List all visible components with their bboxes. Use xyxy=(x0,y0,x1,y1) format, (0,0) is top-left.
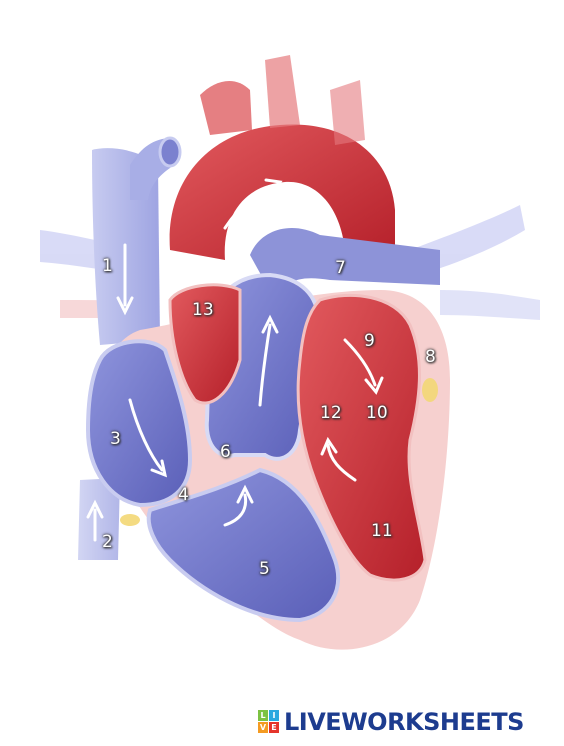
pulmonary-artery xyxy=(250,227,440,300)
mitral-valve xyxy=(422,378,438,402)
left-atrium-upper xyxy=(168,283,242,405)
tricuspid-valve xyxy=(120,514,140,526)
logo-letter-e: E xyxy=(269,722,279,733)
label-2: 2 xyxy=(102,532,113,552)
right-ventricle xyxy=(146,467,341,623)
left-heart-chamber xyxy=(296,293,427,582)
label-6: 6 xyxy=(220,442,231,462)
aorta-branches xyxy=(200,80,252,135)
flow-arrows xyxy=(86,178,384,542)
logo-letter-i: I xyxy=(269,710,279,721)
label-4: 4 xyxy=(178,485,189,505)
label-11: 11 xyxy=(371,521,393,541)
label-10: 10 xyxy=(366,403,388,423)
label-12: 12 xyxy=(320,403,342,423)
label-5: 5 xyxy=(259,559,270,579)
inferior-vena-cava xyxy=(78,478,120,560)
logo-letter-v: V xyxy=(258,722,268,733)
brand-text: LIVEWORKSHEETS xyxy=(284,708,524,736)
label-7: 7 xyxy=(335,258,346,278)
liveworksheets-logo-icon: L I V E xyxy=(258,710,280,734)
label-8: 8 xyxy=(425,347,436,367)
label-13: 13 xyxy=(192,300,214,320)
label-1: 1 xyxy=(102,256,113,276)
label-9: 9 xyxy=(364,331,375,351)
brand-watermark: L I V E LIVEWORKSHEETS xyxy=(258,706,524,738)
right-atrium xyxy=(85,339,193,508)
logo-letter-l: L xyxy=(258,710,268,721)
label-3: 3 xyxy=(110,429,121,449)
